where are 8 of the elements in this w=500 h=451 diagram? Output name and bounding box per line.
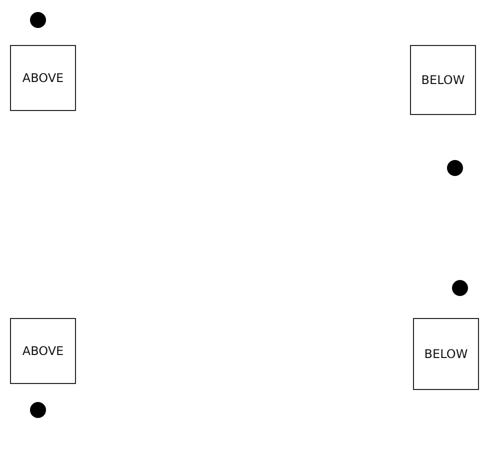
box-label: BELOW bbox=[424, 347, 468, 361]
label-box bbox=[10, 318, 76, 384]
box-label: BELOW bbox=[421, 73, 465, 87]
box-label: ABOVE bbox=[22, 344, 64, 358]
label-box bbox=[10, 45, 76, 111]
label-box bbox=[413, 318, 479, 390]
box-label: ABOVE bbox=[22, 71, 64, 85]
label-box bbox=[410, 45, 476, 115]
